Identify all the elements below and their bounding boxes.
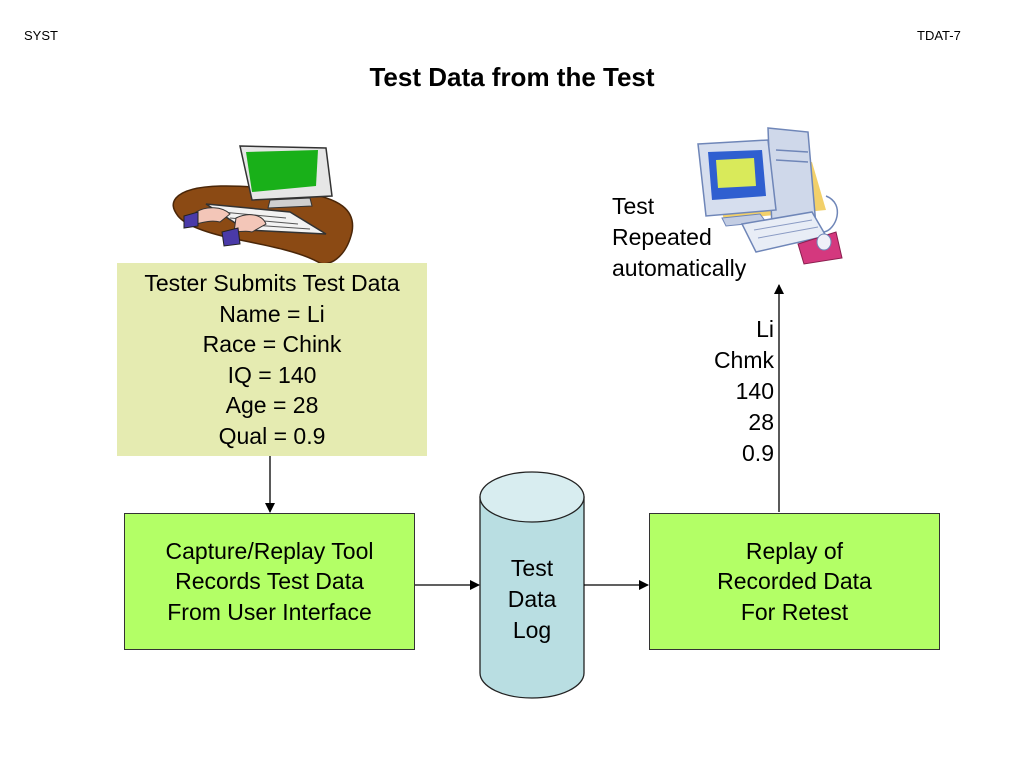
replay-box-line: For Retest [740,598,849,625]
database-line: Data [507,586,557,612]
replayed-values-list: Li Chmk 140 28 0.9 [690,314,774,469]
repeated-label-line: automatically [612,255,747,281]
tester-box-line: Age = 28 [225,392,319,418]
replayed-value: Chmk [713,347,774,373]
repeated-label-line: Repeated [612,224,712,250]
tester-box-line: Qual = 0.9 [218,422,326,449]
desktop-computer-icon [697,127,843,265]
tester-submits-box: Tester Submits Test Data Name = Li Race … [117,263,427,456]
replayed-value: 140 [735,378,774,404]
capture-box-line: Records Test Data [175,568,364,595]
database-line: Test [510,555,554,581]
header-left-label: SYST [24,28,58,43]
database-line: Log [512,617,552,643]
tester-box-line: IQ = 140 [227,361,317,388]
test-data-log-cylinder [479,471,585,699]
capture-box-line: Capture/Replay Tool [165,537,374,564]
tester-computer-icon [172,145,354,265]
slide-title: Test Data from the Test [369,62,655,92]
replay-box-line: Replay of [745,537,844,564]
capture-replay-tool-box: Capture/Replay Tool Records Test Data Fr… [124,513,415,650]
test-data-log-label: Test Data Log [480,553,584,646]
replay-box-line: Recorded Data [717,568,872,595]
replayed-value: Li [756,316,774,342]
tester-box-line: Name = Li [219,300,325,327]
tester-box-line: Tester Submits Test Data [144,270,400,296]
header-right-label: TDAT-7 [917,28,961,43]
capture-box-line: From User Interface [167,598,372,625]
tester-box-line: Race = Chink [202,331,342,357]
test-repeated-label: Test Repeated automatically [612,191,746,284]
repeated-label-line: Test [612,193,655,219]
replay-recorded-data-box: Replay of Recorded Data For Retest [649,513,940,650]
replayed-value: 0.9 [742,440,774,466]
replayed-value: 28 [748,409,774,435]
